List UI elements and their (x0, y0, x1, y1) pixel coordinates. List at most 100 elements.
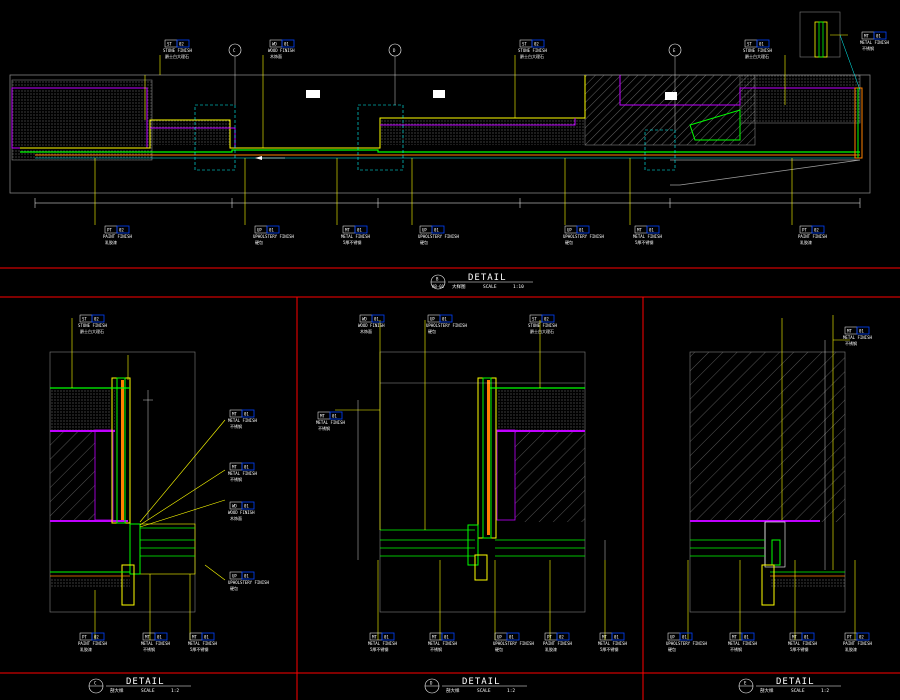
finish-number: 01 (579, 228, 584, 233)
title-scale-value: 1:2 (171, 688, 179, 694)
finish-code: MT (792, 635, 797, 640)
finish-number: 01 (244, 412, 249, 417)
title-scale-label: SCALE (791, 688, 805, 694)
finish-number: 02 (94, 317, 99, 322)
title-name: 剖大样 (446, 687, 460, 694)
finish-material: 乳胶漆 (845, 646, 857, 652)
finish-code: UP (430, 317, 435, 322)
finish-code: UP (497, 635, 502, 640)
finish-name: WOOD FINISH (268, 48, 295, 53)
title-name: 剖大样 (760, 687, 774, 694)
finish-code: WD (232, 504, 237, 509)
finish-material: 硬包 (565, 239, 573, 245)
finish-name: STONE FINISH (518, 48, 547, 53)
finish-number: 01 (357, 228, 362, 233)
finish-code: PT (82, 635, 87, 640)
finish-number: 01 (509, 635, 514, 640)
finish-code: UP (670, 635, 675, 640)
top-detail-elevation (9, 11, 871, 225)
finish-code: MT (145, 635, 150, 640)
title-detail-label: DETAIL (776, 677, 815, 687)
finish-material: 5厚不锈钢 (343, 239, 361, 245)
finish-name: STONE FINISH (163, 48, 192, 53)
title-name: 剖大样 (110, 687, 124, 694)
finish-material: 不锈钢 (430, 646, 442, 652)
finish-material: 不锈钢 (730, 646, 742, 652)
finish-material: 硬包 (420, 239, 428, 245)
finish-name: UPHOLSTERY FINISH (418, 234, 460, 239)
finish-material: 5厚不锈钢 (600, 646, 618, 652)
finish-number: 01 (244, 574, 249, 579)
finish-code: WD (272, 42, 277, 47)
finish-material: 爵士白大理石 (745, 53, 769, 59)
finish-number: 01 (157, 635, 162, 640)
section-d-detail (335, 320, 606, 640)
finish-name: UPHOLSTERY FINISH (666, 641, 708, 646)
finish-name: METAL FINISH (188, 641, 217, 646)
finish-material: 硬包 (668, 646, 676, 652)
finish-number: 01 (332, 414, 337, 419)
finish-code: MT (432, 635, 437, 640)
finish-name: WOOD FINISH (228, 510, 255, 515)
title-name: 大样图 (452, 283, 466, 290)
finish-material: 乳胶漆 (800, 239, 812, 245)
finish-number: 01 (374, 317, 379, 322)
finish-material: 不锈钢 (143, 646, 155, 652)
finish-number: 01 (744, 635, 749, 640)
title-scale-label: SCALE (141, 688, 155, 694)
finish-material: 硬包 (255, 239, 263, 245)
section-marker-c: C (233, 48, 236, 53)
title-scale-value: 1:2 (821, 688, 829, 694)
finish-code: PT (107, 228, 112, 233)
finish-material: 木饰面 (360, 328, 372, 334)
finish-code: MT (320, 414, 325, 419)
title-scale-label: SCALE (483, 284, 497, 290)
finish-code: MT (864, 34, 869, 39)
finish-name: METAL FINISH (728, 641, 757, 646)
finish-material: 不锈钢 (230, 423, 242, 429)
finish-number: 01 (244, 504, 249, 509)
finish-code: MT (345, 228, 350, 233)
finish-name: PAINT FINISH (78, 641, 107, 646)
finish-code: MT (602, 635, 607, 640)
finish-name: METAL FINISH (788, 641, 817, 646)
finish-name: STONE FINISH (78, 323, 107, 328)
finish-code: MT (232, 465, 237, 470)
finish-material: 木饰面 (270, 53, 282, 59)
title-bubble-letter: D (430, 681, 433, 686)
finish-code: ST (82, 317, 87, 322)
finish-material: 5厚不锈钢 (635, 239, 653, 245)
finish-number: 02 (534, 42, 539, 47)
finish-material: 硬包 (428, 328, 436, 334)
title-scale-label: SCALE (477, 688, 491, 694)
finish-code: MT (637, 228, 642, 233)
finish-code: MT (192, 635, 197, 640)
finish-number: 01 (614, 635, 619, 640)
finish-number: 01 (204, 635, 209, 640)
finish-code: MT (732, 635, 737, 640)
section-e-detail (687, 315, 856, 640)
finish-code: UP (257, 228, 262, 233)
finish-name: PAINT FINISH (103, 234, 132, 239)
